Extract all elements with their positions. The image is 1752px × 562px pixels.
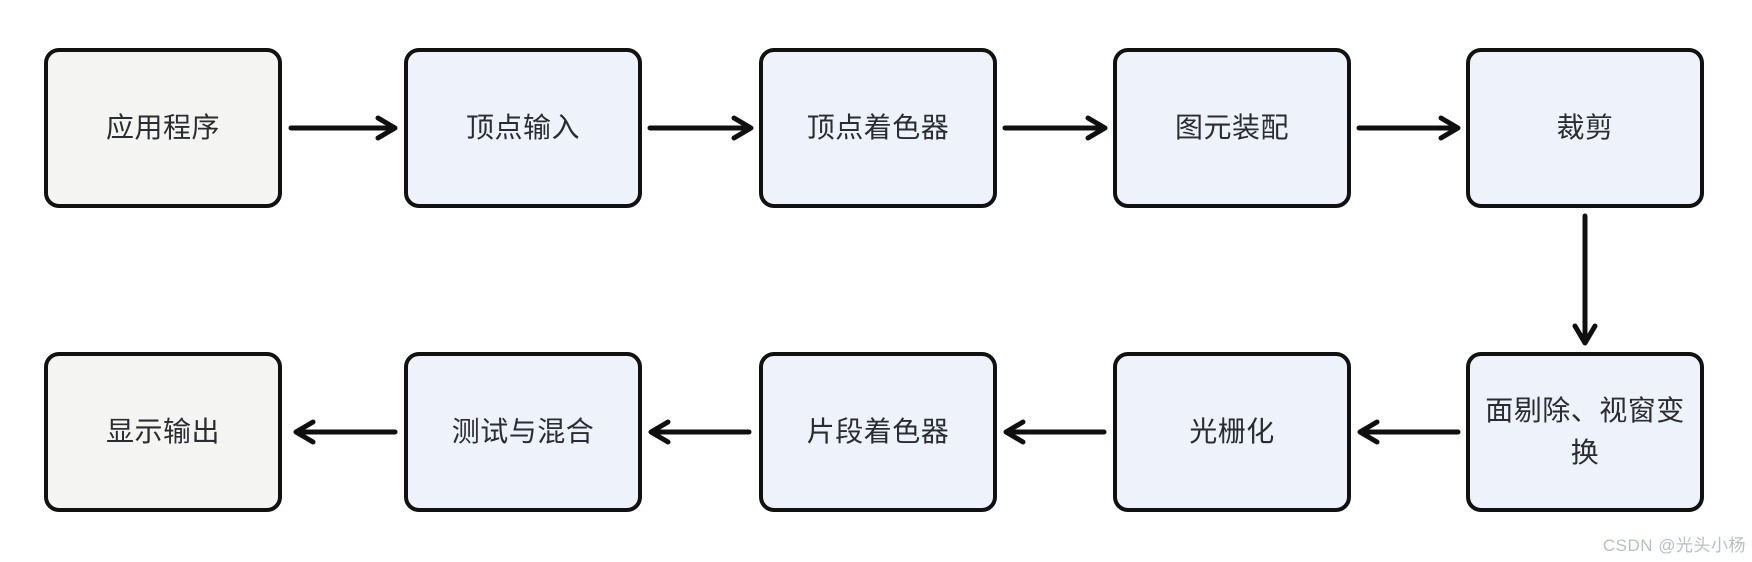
node-clipping: 裁剪	[1466, 48, 1704, 208]
node-rasterization: 光栅化	[1113, 352, 1351, 512]
node-label: 顶点输入	[465, 112, 580, 143]
node-testing-blending: 测试与混合	[404, 352, 642, 512]
node-fragment-shader: 片段着色器	[759, 352, 997, 512]
node-vertex-input: 顶点输入	[404, 48, 642, 208]
node-face-culling-viewport-transform: 面剔除、视窗变换	[1466, 352, 1704, 512]
node-label: 显示输出	[105, 416, 220, 447]
node-label: 片段着色器	[806, 416, 950, 447]
node-label: 面剔除、视窗变换	[1485, 395, 1685, 468]
node-label: 应用程序	[105, 112, 220, 143]
node-label: 裁剪	[1556, 112, 1614, 143]
node-display-output: 显示输出	[44, 352, 282, 512]
csdn-watermark: CSDN @光头小杨	[1602, 536, 1746, 555]
node-application: 应用程序	[44, 48, 282, 208]
node-label: 图元装配	[1174, 112, 1289, 143]
node-label: 顶点着色器	[806, 112, 950, 143]
node-vertex-shader: 顶点着色器	[759, 48, 997, 208]
node-label: 光栅化	[1189, 416, 1275, 447]
node-label: 测试与混合	[451, 416, 595, 447]
node-primitive-assembly: 图元装配	[1113, 48, 1351, 208]
